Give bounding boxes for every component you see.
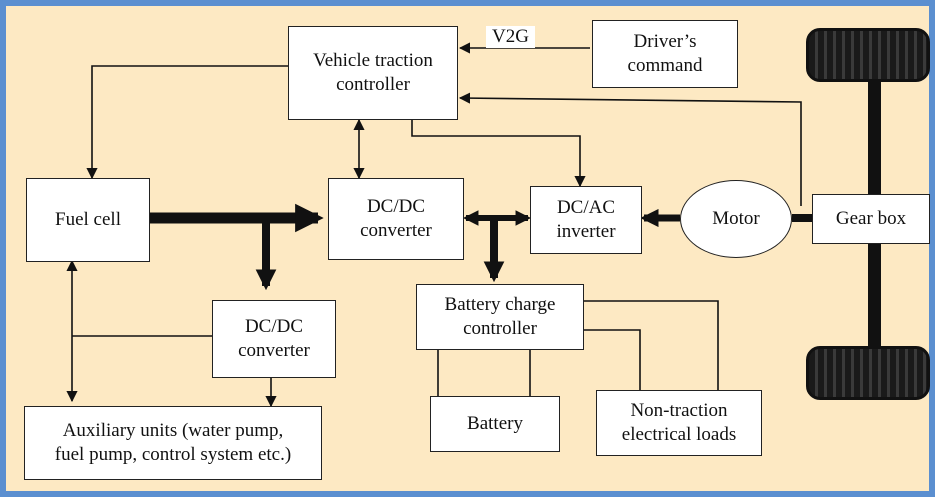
fuel-cell-box: Fuel cell [26, 178, 150, 262]
wire-controller-to-inverter [411, 120, 586, 188]
battery-box: Battery [430, 396, 560, 452]
dcdc-converter-aux-box: DC/DC converter [212, 300, 336, 378]
wire-controller-loads-1 [584, 300, 719, 390]
vehicle-traction-controller-box: Vehicle traction controller [288, 26, 458, 120]
wheel-top [806, 28, 930, 82]
auxiliary-units-box: Auxiliary units (water pump, fuel pump, … [24, 406, 322, 480]
gear-box: Gear box [812, 194, 930, 244]
battery-charge-controller-box: Battery charge controller [416, 284, 584, 350]
dcac-inverter-box: DC/AC inverter [530, 186, 642, 254]
motor-ellipse: Motor [680, 180, 792, 258]
drivers-command-box: Driver’s command [592, 20, 738, 88]
v2g-label: V2G [486, 26, 535, 48]
non-traction-loads-box: Non-traction electrical loads [596, 390, 762, 456]
wire-gearbox-to-controller [458, 92, 802, 206]
wire-controller-to-fuelcell [86, 65, 288, 180]
wheel-bottom [806, 346, 930, 400]
dcdc-converter-main-box: DC/DC converter [328, 178, 464, 260]
wire-controller-loads-2 [584, 329, 641, 390]
